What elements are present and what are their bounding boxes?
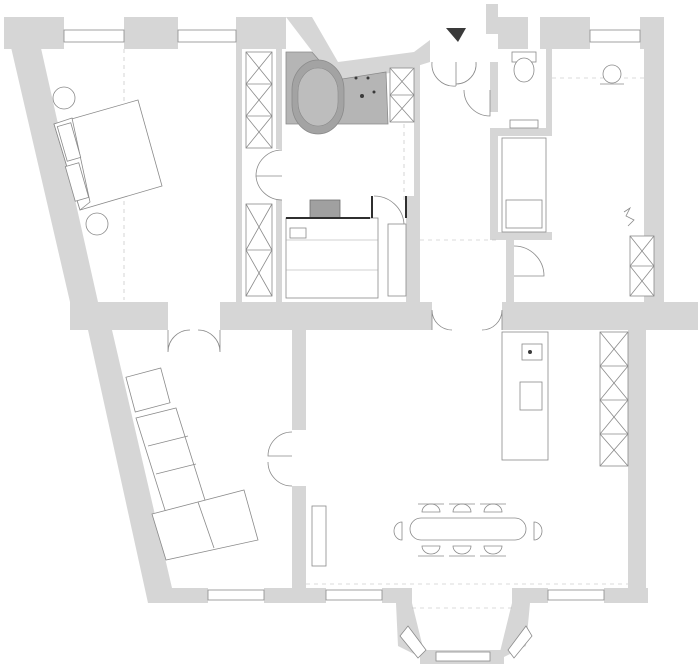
entrance-hall: [420, 28, 545, 331]
kitchen-dining: [306, 331, 629, 585]
bedroom: [52, 49, 273, 353]
guest-wc: [509, 51, 539, 129]
kitchen-island-icon: [501, 331, 549, 461]
interior-walls: [236, 49, 658, 588]
wardrobe-icon: [245, 51, 273, 149]
bathroom: [255, 51, 415, 201]
walk-in-wardrobe: [285, 195, 407, 299]
toilet-icon: [511, 51, 537, 83]
wardrobe-icon: [245, 203, 273, 297]
bathtub-icon: [285, 51, 389, 135]
entrance-arrow-icon: [446, 28, 466, 42]
living-room: [125, 367, 293, 561]
double-bed-icon: [53, 99, 163, 211]
bay-window: [396, 603, 533, 664]
dining-table-icon: [393, 503, 543, 557]
guest-room: [501, 64, 655, 297]
sofa-icon: [135, 407, 259, 561]
exterior-walls: [4, 4, 698, 603]
